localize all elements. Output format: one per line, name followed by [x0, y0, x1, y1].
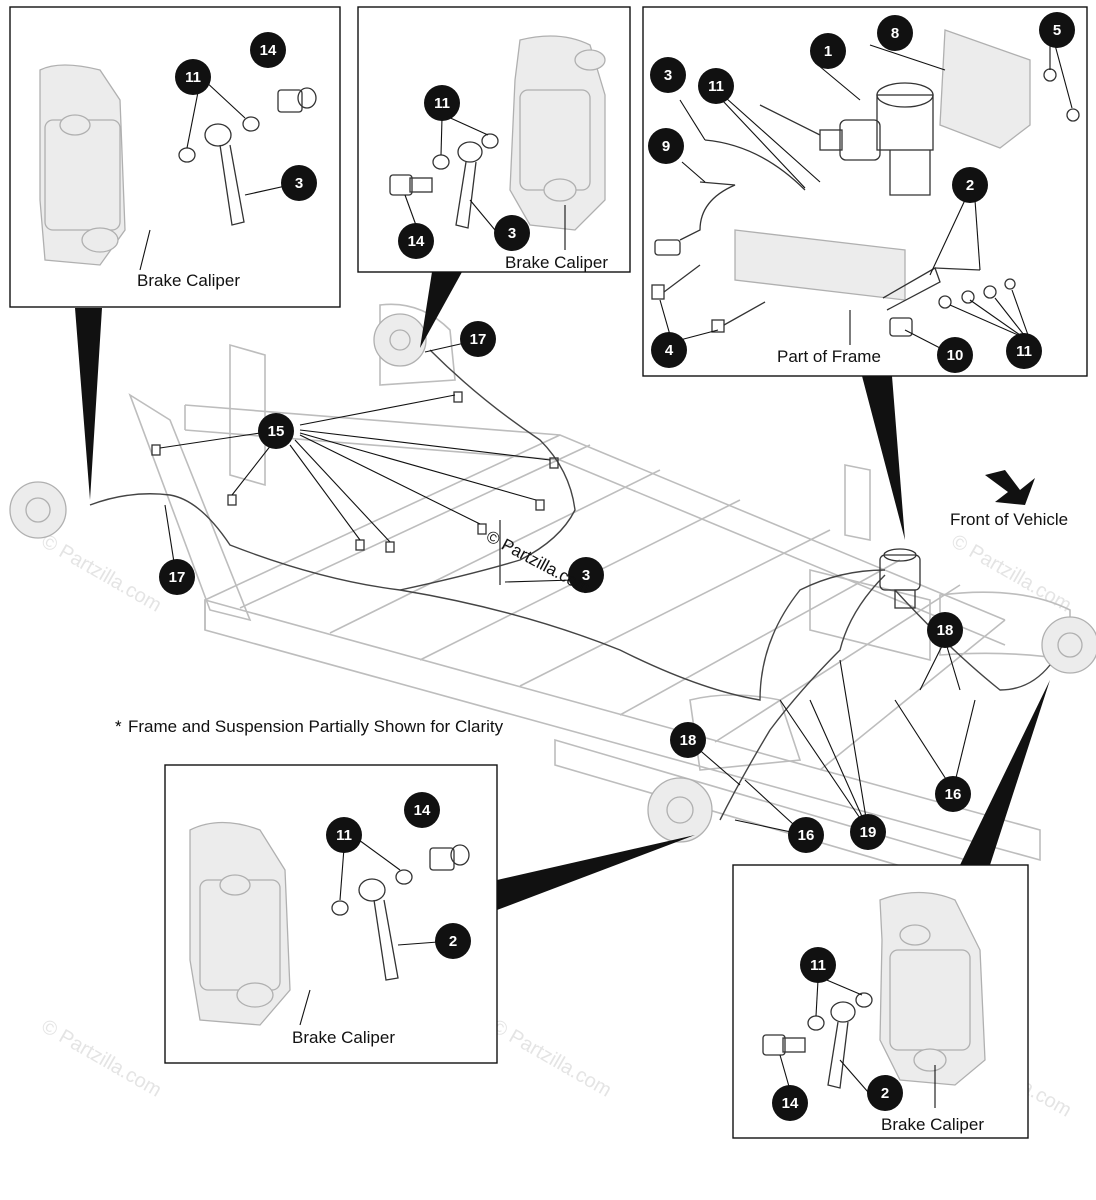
leader-lines-15 [159, 394, 551, 543]
callout-3: 3 [664, 67, 672, 84]
callout-11: 11 [1016, 343, 1032, 360]
callout-11: 11 [810, 957, 826, 974]
part-of-frame-label: Part of Frame [777, 347, 881, 366]
callout-17: 17 [169, 569, 186, 586]
callout-19: 19 [860, 824, 877, 841]
brake-caliper-label: Brake Caliper [505, 253, 608, 272]
watermark-text: © Partzilla.com [38, 530, 166, 616]
brake-caliper-label: Brake Caliper [137, 271, 240, 290]
callout-17: 17 [470, 331, 487, 348]
callout-10: 10 [947, 347, 964, 364]
watermark-text: © Partzilla.com [488, 1015, 616, 1101]
frame-note: Frame and Suspension Partially Shown for… [128, 717, 504, 736]
callout-11: 11 [336, 827, 352, 844]
brake-caliper-label: Brake Caliper [292, 1028, 395, 1047]
callout-2: 2 [449, 933, 457, 950]
callout-14: 14 [408, 233, 425, 250]
callout-14: 14 [782, 1095, 799, 1112]
callout-3: 3 [508, 225, 516, 242]
inset-master-cylinder: Part of Frame [642, 6, 1088, 377]
callout-5: 5 [1053, 22, 1061, 39]
callout-1: 1 [824, 43, 832, 60]
brake-caliper-label: Brake Caliper [881, 1115, 984, 1134]
callout-9: 9 [662, 138, 670, 155]
callout-2: 2 [881, 1085, 889, 1102]
brake-lines [89, 349, 1051, 821]
inset-rear-left-caliper: Brake Caliper [9, 6, 341, 308]
fasteners-chassis [151, 391, 559, 553]
callout-18: 18 [680, 732, 697, 749]
front-of-vehicle-label: Front of Vehicle [950, 510, 1068, 529]
callout-16: 16 [945, 786, 962, 803]
watermark-text: © Partzilla.com [38, 1015, 166, 1101]
front-right-hub [647, 777, 713, 843]
callout-11: 11 [708, 78, 724, 95]
callout-11: 11 [434, 95, 450, 112]
inset-pointers [75, 272, 1050, 910]
inset-front-right-caliper: Brake Caliper [164, 764, 498, 1064]
inset-rear-right-caliper: Brake Caliper [357, 6, 631, 273]
rear-right-hub [373, 313, 427, 367]
callout-16: 16 [798, 827, 815, 844]
callout-14: 14 [260, 42, 277, 59]
callout-18: 18 [937, 622, 954, 639]
callout-8: 8 [891, 25, 899, 42]
front-left-hub [1041, 616, 1096, 674]
callout-bubbles: 14 11 3 11 3 14 1 8 5 3 11 9 2 4 10 11 [159, 12, 1075, 1121]
front-of-vehicle-arrow [985, 470, 1035, 505]
callout-14: 14 [414, 802, 431, 819]
callout-15: 15 [268, 423, 285, 440]
vehicle-frame [128, 303, 1071, 897]
rear-left-hub [9, 481, 67, 539]
master-cylinder-chassis [879, 548, 921, 609]
callout-3: 3 [295, 175, 303, 192]
callout-11: 11 [185, 69, 201, 86]
asterisk-icon: * [115, 717, 122, 736]
callout-4: 4 [665, 342, 674, 359]
callout-2: 2 [966, 177, 974, 194]
callout-3: 3 [582, 567, 590, 584]
